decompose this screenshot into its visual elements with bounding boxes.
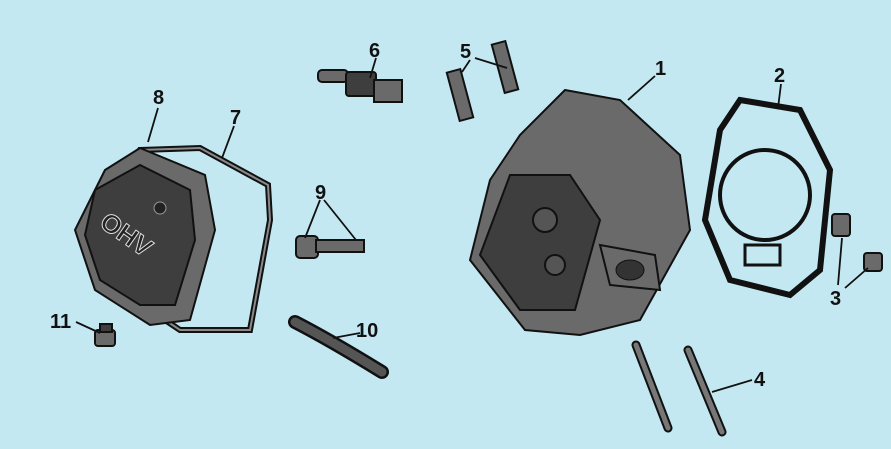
callout-1: 1 bbox=[655, 58, 666, 80]
part-10-breather-tube bbox=[288, 315, 389, 379]
part-4-studs bbox=[631, 340, 727, 437]
callout-2: 2 bbox=[774, 65, 785, 87]
callout-5: 5 bbox=[460, 41, 471, 63]
callout-11: 11 bbox=[50, 311, 71, 333]
callout-4: 4 bbox=[754, 369, 766, 391]
part-5-pins bbox=[445, 39, 520, 123]
callout-10: 10 bbox=[356, 320, 378, 342]
callout-7: 7 bbox=[230, 107, 241, 129]
callout-6: 6 bbox=[369, 40, 380, 62]
part-9-flange-bolt bbox=[295, 235, 365, 259]
callout-8: 8 bbox=[153, 87, 164, 109]
callout-3: 3 bbox=[830, 288, 841, 310]
part-3-dowels bbox=[831, 213, 883, 272]
part-1-cylinder-head bbox=[468, 88, 692, 337]
leader-lines bbox=[75, 57, 869, 393]
part-2-head-gasket bbox=[701, 96, 834, 299]
callout-9: 9 bbox=[315, 182, 326, 204]
part-11-bolt bbox=[94, 323, 116, 347]
part-6-spark-plug bbox=[317, 69, 403, 103]
part-8-valve-cover: OHV bbox=[73, 146, 217, 327]
